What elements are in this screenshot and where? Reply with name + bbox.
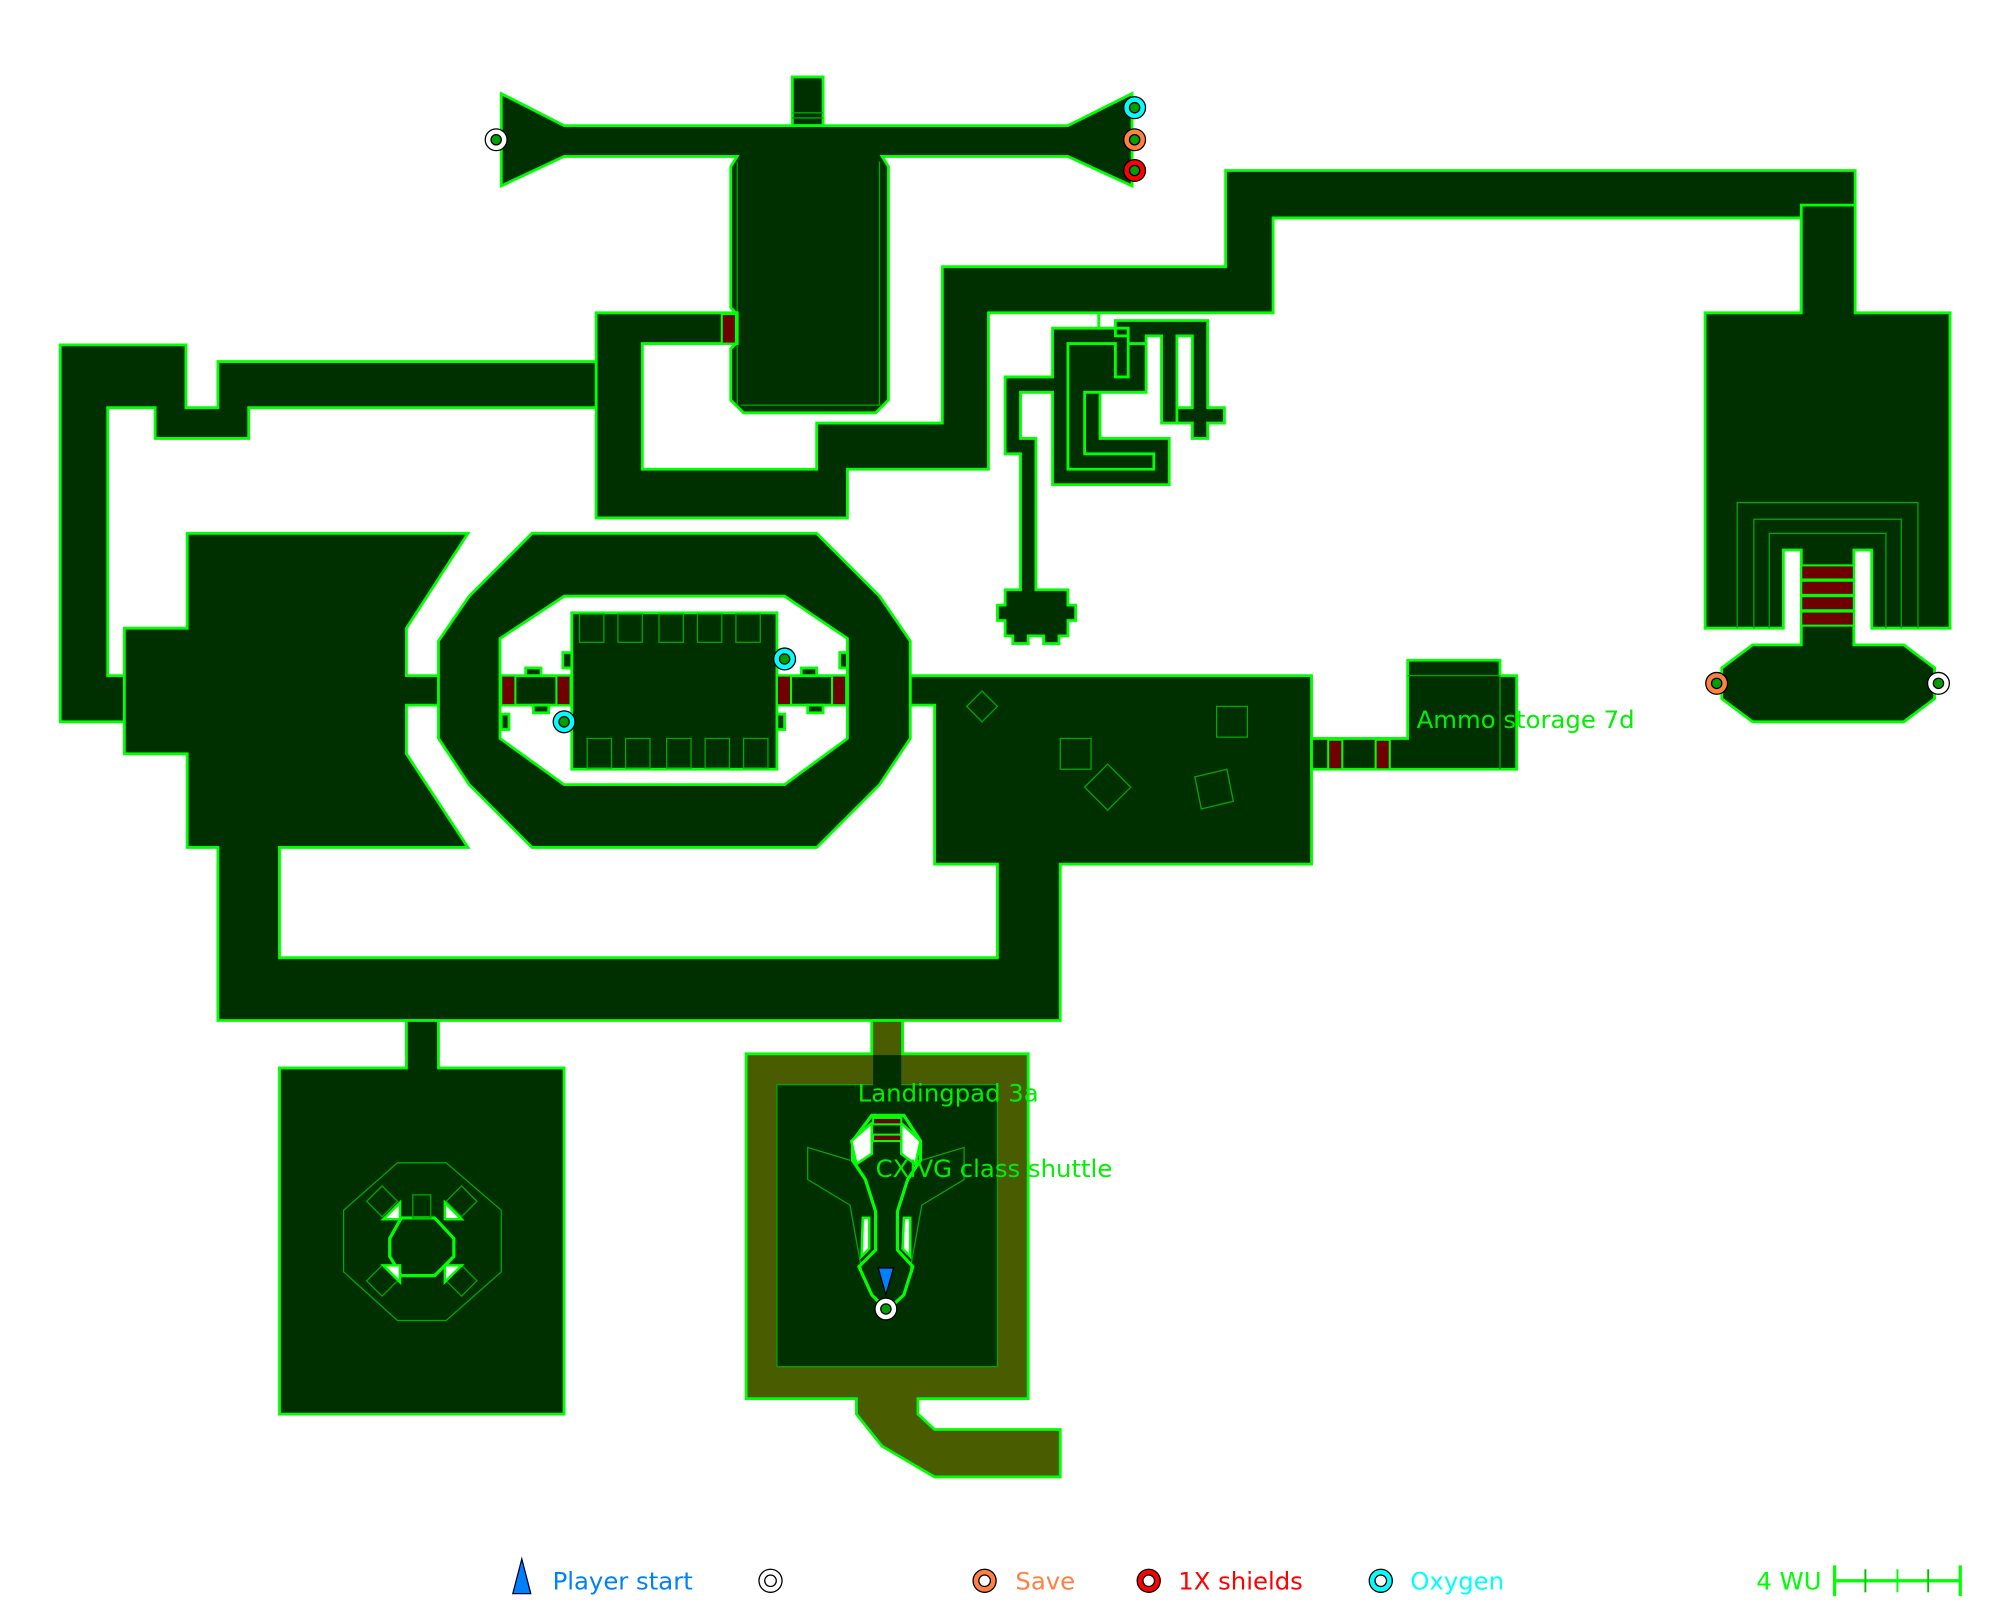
room-ammo-storage [1310, 658, 1519, 771]
legend-player-start: Player start [553, 1567, 693, 1596]
door-east-2[interactable] [1800, 579, 1855, 596]
room-west-hall [122, 531, 1313, 1022]
save-icon [972, 1568, 997, 1593]
top-hall-corridor [499, 91, 1134, 415]
door-ammo-storage-2[interactable] [1374, 738, 1391, 771]
door-airlock-west-inner[interactable] [555, 674, 572, 707]
shuttle [807, 1113, 965, 1313]
legend: Player start Save 1X shields Oxygen 4 WU [511, 1556, 1962, 1597]
marker-generic[interactable] [484, 128, 508, 152]
door-shuttle-2[interactable] [872, 1133, 903, 1143]
chamber-bottom-alcoves [586, 737, 769, 769]
door-ammo-storage-1[interactable] [1327, 738, 1344, 771]
room-reactor [278, 1019, 566, 1416]
door-shuttle-1[interactable] [872, 1116, 903, 1126]
door-east-1[interactable] [1800, 564, 1855, 581]
marker-generic[interactable] [874, 1297, 898, 1321]
east-hall-crates [965, 690, 1249, 812]
marker-shields[interactable] [1123, 158, 1147, 183]
player-start-icon [511, 1556, 532, 1595]
markers [484, 96, 1950, 1321]
door-top-hall-west[interactable] [720, 313, 737, 345]
shields-icon [1136, 1568, 1161, 1593]
room-central-chamber [499, 611, 849, 771]
marker-oxygen[interactable] [773, 647, 797, 671]
marker-generic[interactable] [1926, 671, 1950, 695]
room-landingpad [744, 1019, 1062, 1479]
legend-save: Save [1015, 1567, 1075, 1596]
scale-bar-icon [1833, 1565, 1962, 1597]
door-east-4[interactable] [1800, 610, 1855, 627]
marker-oxygen[interactable] [552, 710, 576, 734]
door-east-3[interactable] [1800, 595, 1855, 612]
marker-save[interactable] [1123, 128, 1147, 152]
room-maze [996, 312, 1226, 646]
legend-oxygen: Oxygen [1410, 1567, 1504, 1596]
room-top-hall [499, 75, 1134, 415]
label-landingpad: Landingpad 3a [858, 1078, 1039, 1107]
room-central-ring [437, 531, 912, 849]
player-start-marker[interactable] [877, 1267, 895, 1298]
oxygen-icon [1368, 1568, 1393, 1593]
chamber-top-alcoves [578, 613, 761, 643]
marker-oxygen[interactable] [1123, 96, 1147, 120]
legend-scale-label: 4 WU [1756, 1567, 1821, 1596]
legend-shields: 1X shields [1178, 1567, 1303, 1596]
door-airlock-west-outer[interactable] [500, 674, 517, 707]
corridor-north-loop [594, 169, 1857, 520]
door-airlock-east-outer[interactable] [831, 674, 848, 707]
room-east [1703, 203, 1952, 724]
label-shuttle: CXIVG class shuttle [876, 1154, 1113, 1183]
generic-marker-icon [758, 1568, 783, 1593]
label-ammo-storage: Ammo storage 7d [1417, 705, 1635, 734]
marker-save[interactable] [1705, 671, 1729, 695]
door-airlock-east-inner[interactable] [775, 674, 793, 707]
